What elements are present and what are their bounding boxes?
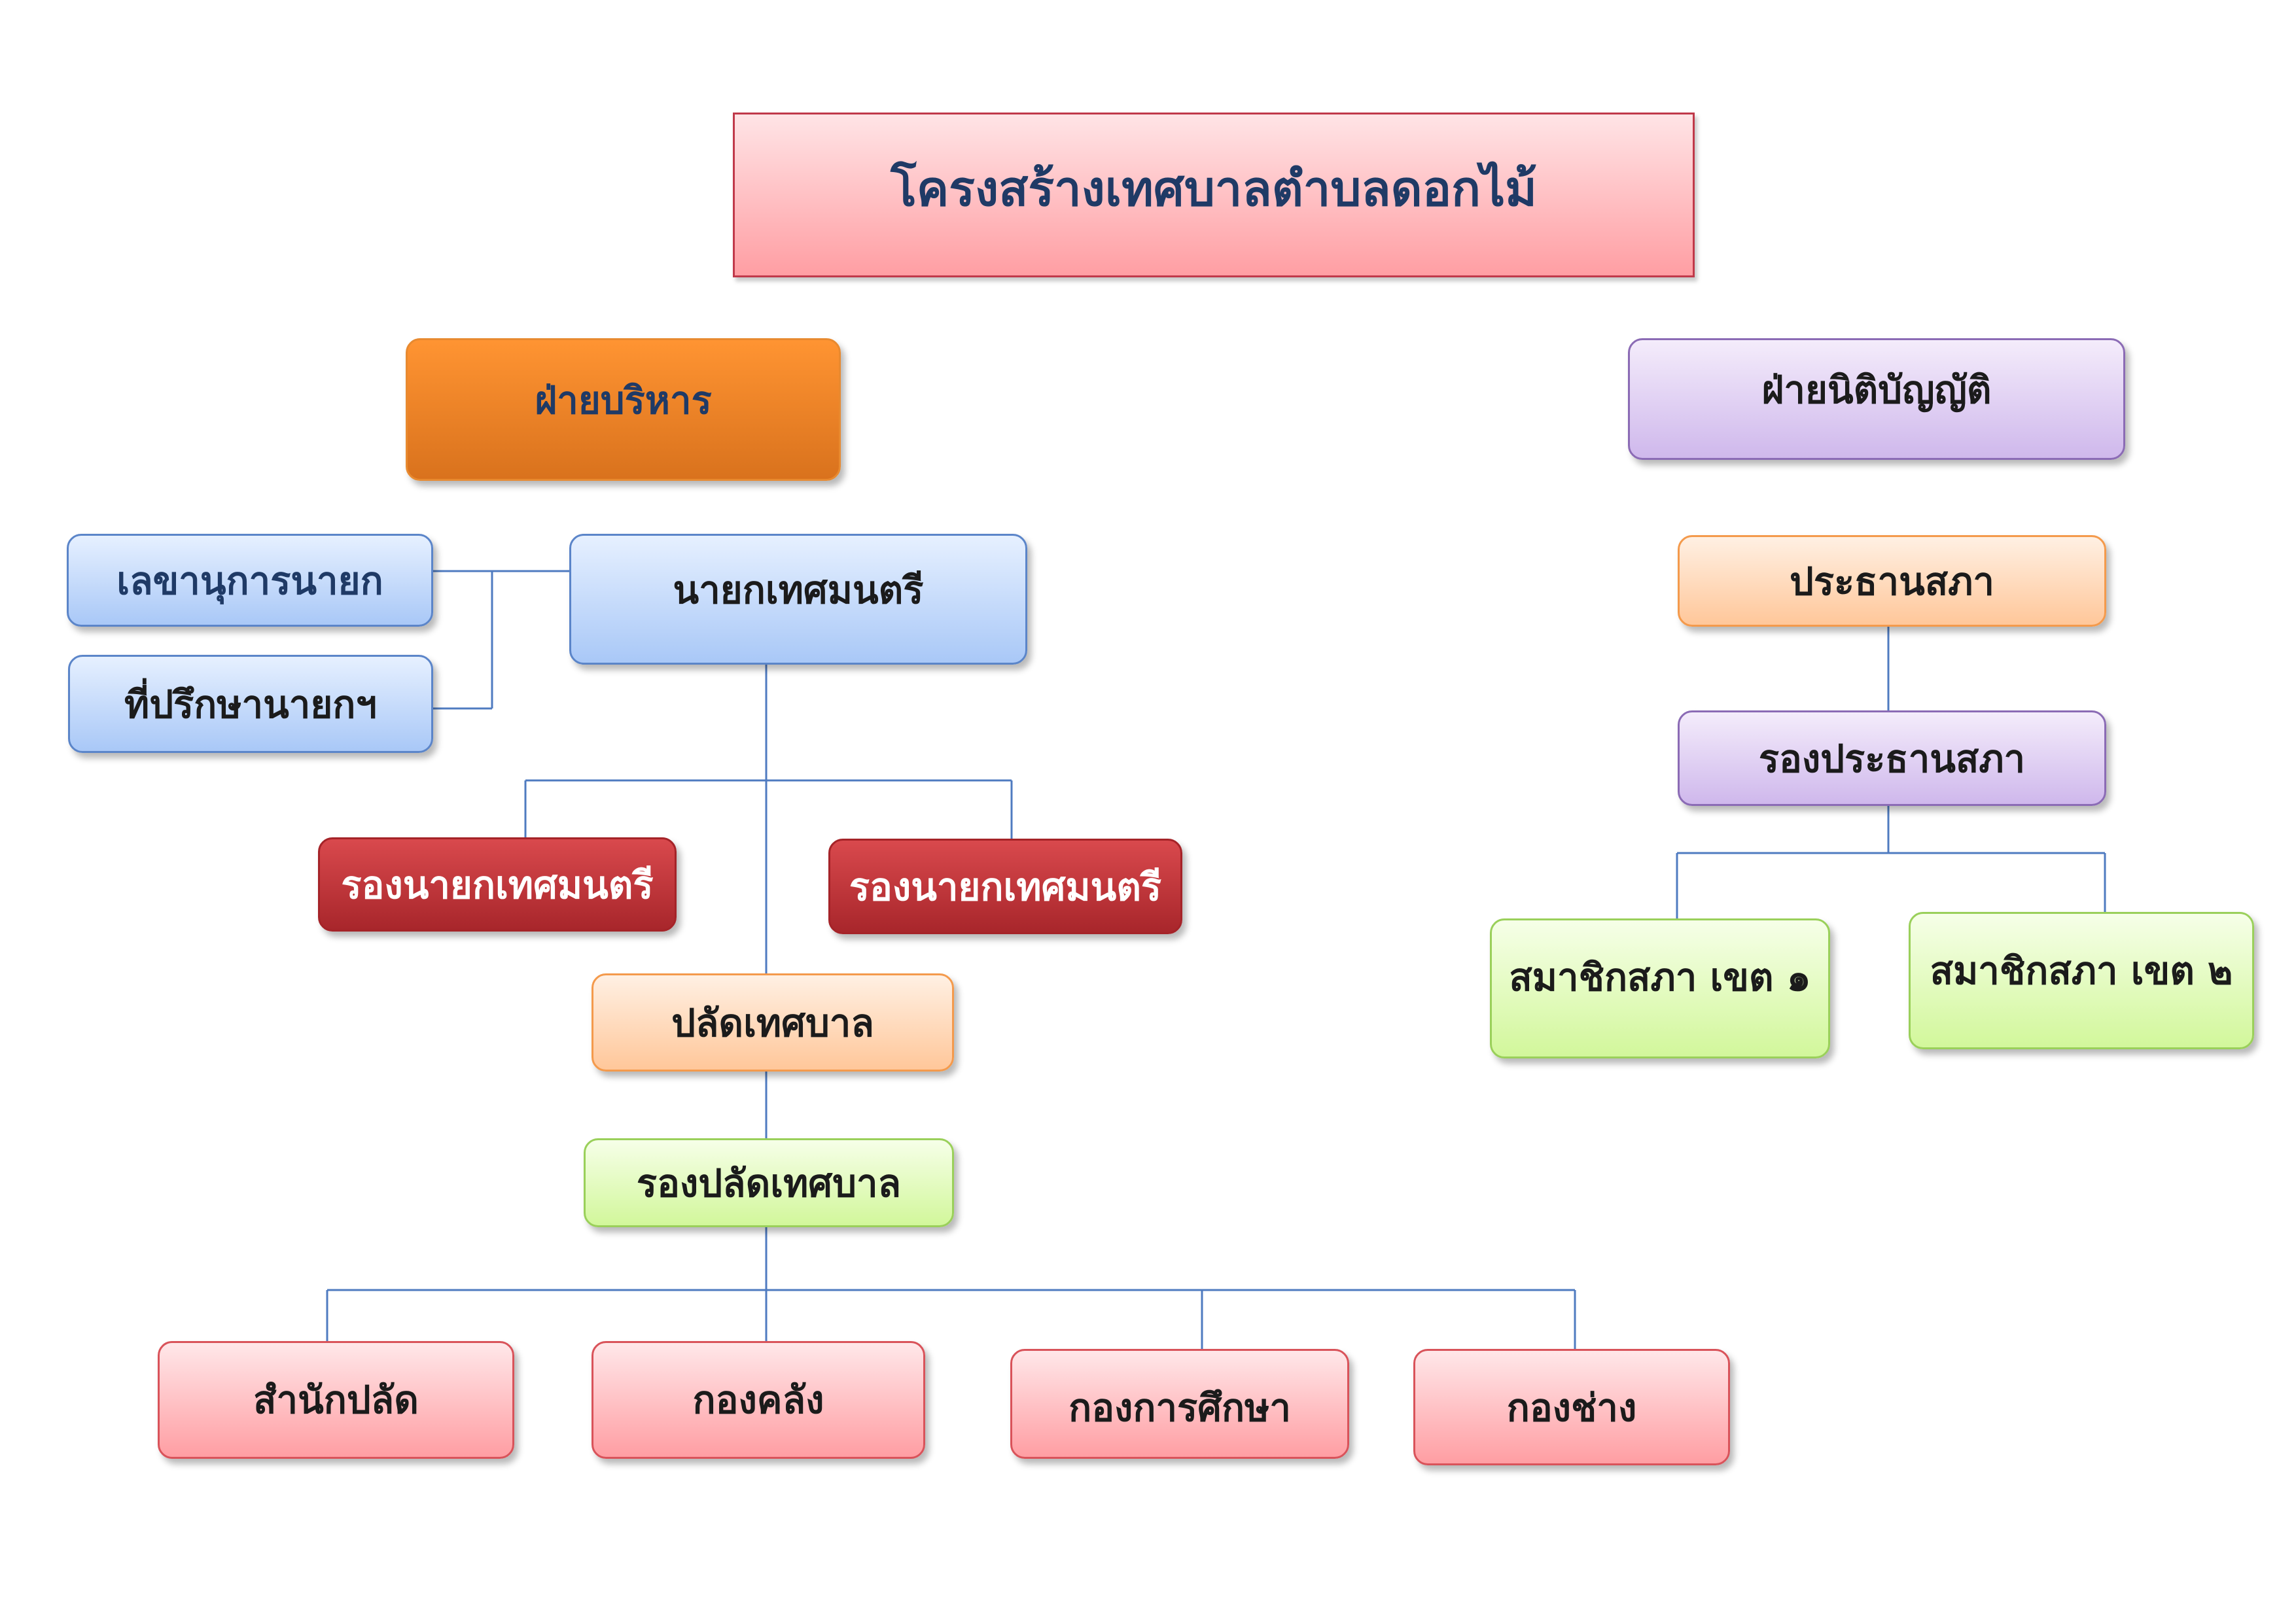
- deputy-mayor-1-label: รองนายกเทศมนตรี: [341, 862, 654, 907]
- council-vice-president-box: รองประธานสภา: [1678, 710, 2106, 806]
- deputy-clerk-box: รองปลัดเทศบาล: [584, 1138, 954, 1227]
- division-education-box: กองการศึกษา: [1010, 1349, 1349, 1459]
- division-engineering-label: กองช่าง: [1506, 1386, 1637, 1430]
- advisor-box: ที่ปรึกษานายกฯ: [68, 655, 433, 753]
- division-office-of-clerk-label: สำนักปลัด: [253, 1378, 419, 1422]
- division-engineering-box: กองช่าง: [1413, 1349, 1730, 1465]
- council-president-box: ประธานสภา: [1678, 535, 2106, 627]
- executive-branch-label: ฝ่ายบริหาร: [535, 377, 712, 423]
- secretary-box: เลขานุการนายก: [67, 534, 433, 627]
- division-finance-label: กองคลัง: [692, 1378, 824, 1422]
- org-chart-title: โครงสร้างเทศบาลตำบลดอกไม้: [891, 161, 1537, 217]
- deputy-clerk-label: รองปลัดเทศบาล: [636, 1161, 902, 1206]
- division-finance-box: กองคลัง: [592, 1341, 925, 1459]
- deputy-mayor-2-label: รองนายกเทศมนตรี: [849, 864, 1162, 909]
- council-president-label: ประธานสภา: [1790, 559, 1994, 604]
- secretary-label: เลขานุการนายก: [116, 558, 383, 603]
- executive-branch-header: ฝ่ายบริหาร: [406, 338, 841, 481]
- clerk-label: ปลัดเทศบาล: [671, 1000, 874, 1045]
- advisor-label: ที่ปรึกษานายกฯ: [124, 682, 377, 727]
- mayor-box: นายกเทศมนตรี: [569, 534, 1027, 665]
- division-education-label: กองการศึกษา: [1069, 1386, 1291, 1430]
- legislative-branch-header: ฝ่ายนิติบัญญัติ: [1628, 338, 2125, 460]
- deputy-mayor-2-box: รองนายกเทศมนตรี: [828, 839, 1182, 934]
- council-member-district-2-box: สมาชิกสภา เขต ๒: [1909, 912, 2254, 1049]
- council-member-district-1-label: สมาชิกสภา เขต ๑: [1509, 955, 1811, 1000]
- deputy-mayor-1-box: รองนายกเทศมนตรี: [318, 837, 677, 932]
- council-member-district-2-label: สมาชิกสภา เขต ๒: [1930, 949, 2233, 993]
- council-member-district-1-box: สมาชิกสภา เขต ๑: [1490, 918, 1830, 1058]
- mayor-label: นายกเทศมนตรี: [673, 567, 924, 612]
- council-vice-president-label: รองประธานสภา: [1758, 736, 2026, 781]
- legislative-branch-label: ฝ่ายนิติบัญญัติ: [1761, 367, 1992, 412]
- clerk-box: ปลัดเทศบาล: [592, 973, 954, 1072]
- division-office-of-clerk-box: สำนักปลัด: [158, 1341, 514, 1459]
- org-chart-title-box: โครงสร้างเทศบาลตำบลดอกไม้: [733, 113, 1695, 277]
